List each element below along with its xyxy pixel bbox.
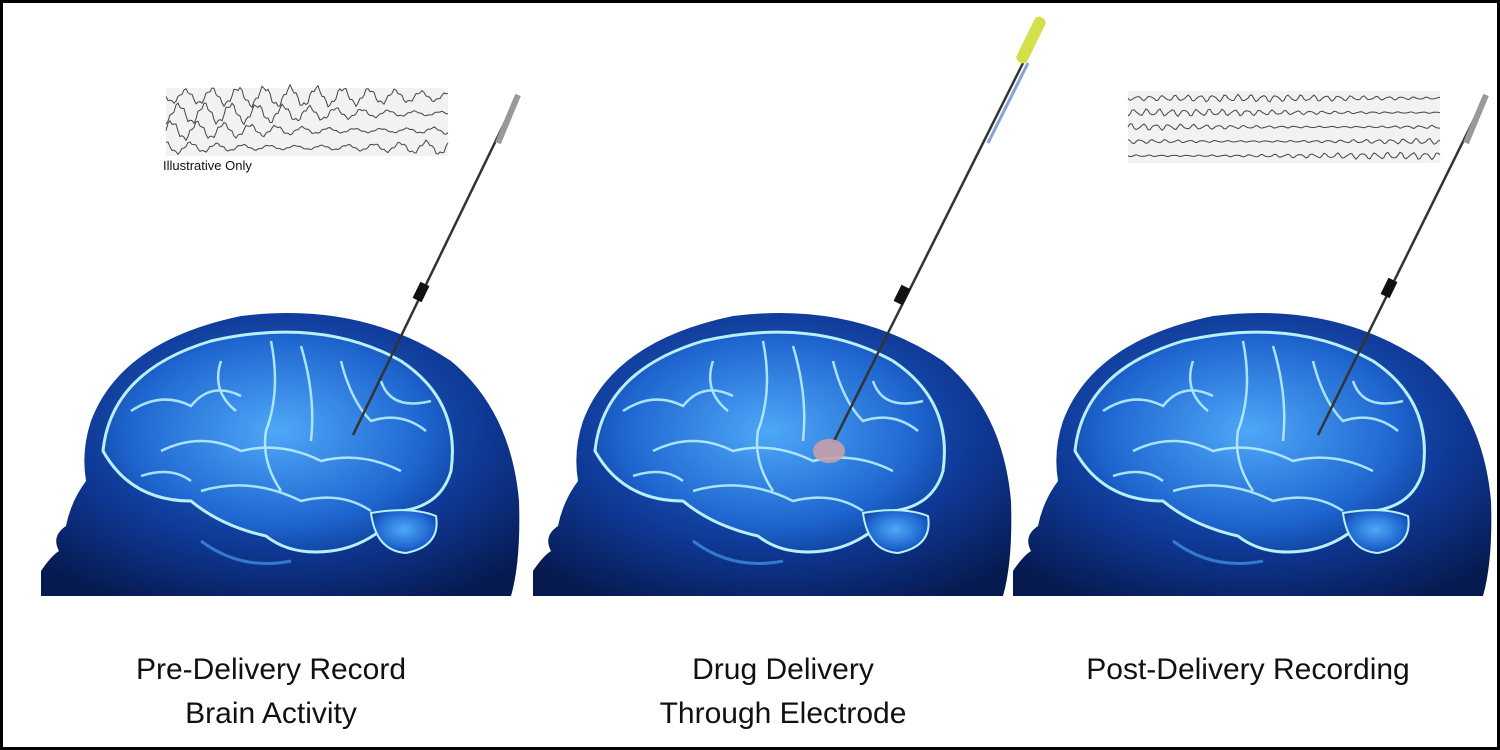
caption-drug-delivery: Drug Delivery Through Electrode	[660, 648, 907, 736]
caption-line: Drug Delivery	[692, 653, 874, 686]
electrode-2	[813, 16, 1046, 463]
caption-post-delivery: Post-Delivery Recording	[1086, 648, 1409, 692]
electrode-1	[351, 93, 521, 436]
head-brain-image-2	[533, 313, 1011, 596]
head-brain-image-1	[41, 313, 519, 596]
illustration	[3, 16, 1497, 747]
illustrative-note: Illustrative Only	[163, 158, 252, 173]
caption-line: Brain Activity	[185, 697, 357, 730]
caption-pre-delivery: Pre-Delivery Record Brain Activity	[136, 648, 406, 736]
head-brain-image-3	[1013, 313, 1491, 596]
electrode-3	[1316, 93, 1489, 436]
drug-bolus	[813, 439, 845, 463]
eeg-trace-seizure	[165, 83, 449, 156]
caption-line: Pre-Delivery Record	[135, 653, 407, 686]
syringe-icon	[1016, 16, 1046, 64]
caption-line: Through Electrode	[659, 697, 907, 730]
caption-line: Post-Delivery Recording	[1086, 653, 1410, 686]
eeg-trace-normal	[1127, 91, 1441, 163]
